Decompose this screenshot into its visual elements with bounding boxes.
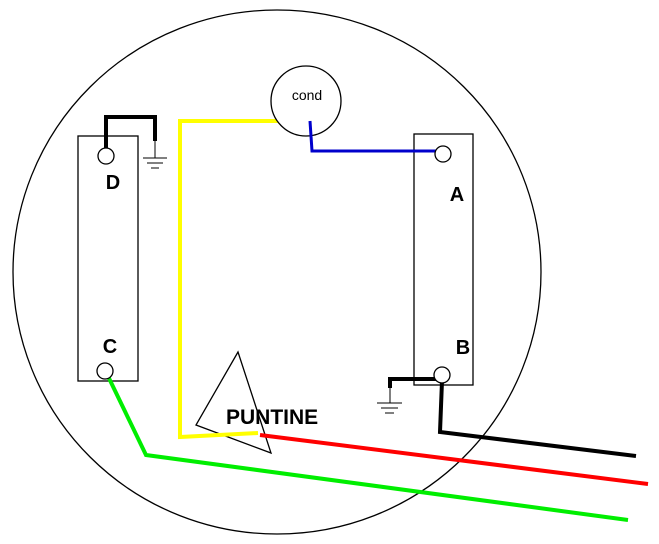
ground-icon	[143, 140, 167, 169]
black-wire-d-ground	[104, 115, 157, 154]
terminal-b-screw	[433, 366, 451, 384]
points-triangle	[195, 350, 273, 455]
blue-wire	[308, 120, 443, 153]
green-wire	[104, 371, 629, 522]
terminal-strip-right	[413, 133, 474, 386]
red-wire	[259, 433, 649, 486]
terminal-c-label: C	[103, 336, 117, 358]
terminal-d-screw	[97, 147, 115, 165]
points-label: PUNTINE	[226, 406, 318, 429]
yellow-wire	[178, 119, 308, 440]
terminal-c-screw	[96, 362, 114, 380]
housing-circle	[12, 9, 542, 535]
terminal-d-label: D	[106, 172, 120, 194]
terminal-b-label: B	[456, 337, 470, 359]
black-wire-external	[436, 375, 637, 458]
capacitor-label: cond	[292, 87, 322, 103]
terminal-a-screw	[434, 145, 452, 163]
capacitor	[270, 65, 342, 137]
terminal-a-label: A	[450, 184, 464, 206]
ground-icon	[377, 386, 402, 414]
